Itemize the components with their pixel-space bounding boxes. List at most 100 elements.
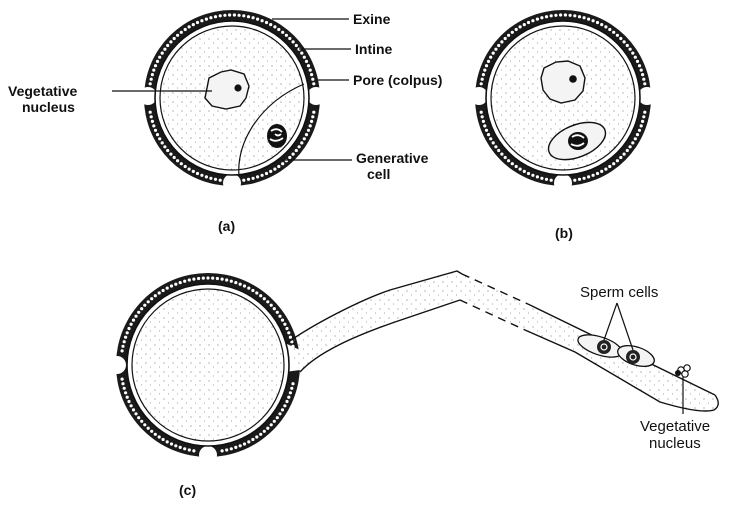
exine-granule	[482, 73, 485, 76]
exine-granule	[188, 278, 191, 281]
exine-granule	[130, 323, 133, 326]
exine-granule	[127, 327, 130, 330]
exine-granule	[140, 307, 143, 310]
exine-granule	[492, 141, 495, 144]
exine-granule	[640, 69, 643, 72]
exine-granule	[281, 408, 284, 411]
exine-granule	[285, 34, 288, 37]
exine-granule	[536, 18, 539, 21]
exine-granule	[209, 16, 212, 19]
exine-granule	[209, 177, 212, 180]
exine-granule	[604, 25, 607, 28]
exine-granule	[531, 174, 534, 177]
exine-granule	[300, 141, 303, 144]
exine-granule	[596, 21, 599, 24]
exine-granule	[289, 336, 292, 339]
exine-granule	[631, 141, 634, 144]
exine-granule	[636, 133, 639, 136]
exine-granule	[540, 177, 543, 180]
exine-granule	[616, 34, 619, 37]
exine-granule	[242, 179, 245, 182]
exine-granule	[519, 25, 522, 28]
exine-granule	[150, 78, 153, 81]
pore-gap-b-bottom	[554, 174, 572, 192]
exine-granule	[311, 115, 314, 118]
exine-granule	[143, 304, 146, 307]
exine-granule	[196, 21, 199, 24]
exine-granule	[623, 40, 626, 43]
exine-granule	[592, 19, 595, 22]
exine-granule	[270, 423, 273, 426]
exine-granule	[147, 427, 150, 430]
exine-granule	[202, 277, 205, 280]
exine-granule	[163, 48, 166, 51]
exine-granule	[211, 277, 214, 280]
exine-granule	[184, 28, 187, 31]
exine-granule	[487, 133, 490, 136]
exine-granule	[252, 177, 255, 180]
exine-granule	[273, 420, 276, 423]
exine-granule	[234, 281, 237, 284]
exine-granule	[587, 18, 590, 21]
exine-granule	[225, 278, 228, 281]
exine-granule	[234, 446, 237, 449]
exine-granule	[261, 19, 264, 22]
exine-granule	[239, 444, 242, 447]
exine-granule	[492, 52, 495, 55]
exine-granule	[183, 447, 186, 450]
exine-granule	[278, 315, 281, 318]
exine-granule	[305, 133, 308, 136]
exine-granule	[536, 175, 539, 178]
exine-granule	[480, 111, 483, 114]
vegetative-nucleus-label-a-line2: nucleus	[22, 99, 75, 115]
exine-granule	[242, 14, 245, 17]
pollen-grain-b	[470, 10, 656, 192]
exine-granule	[216, 277, 219, 280]
exine-granule	[283, 323, 286, 326]
exine-granule	[140, 420, 143, 423]
exine-granule	[285, 400, 288, 403]
exine-granule	[273, 168, 276, 171]
intine-label: Intine	[355, 41, 393, 57]
exine-granule	[608, 165, 611, 168]
exine-granule	[170, 442, 173, 445]
exine-granule	[540, 16, 543, 19]
exine-granule	[629, 48, 632, 51]
exine-granule	[578, 15, 581, 18]
exine-granule	[261, 174, 264, 177]
exine-granule	[161, 52, 164, 55]
exine-granule	[642, 115, 645, 118]
exine-granule	[523, 23, 526, 26]
exine-granule	[278, 412, 281, 415]
exine-granule	[223, 14, 226, 17]
exine-granule	[283, 404, 286, 407]
exine-granule	[247, 440, 250, 443]
exine-granule	[188, 448, 191, 451]
exine-granule	[255, 291, 258, 294]
exine-granule	[247, 15, 250, 18]
exine-granule	[292, 40, 295, 43]
exine-granule	[149, 111, 152, 114]
exine-granule	[564, 13, 567, 16]
exine-granule	[643, 111, 646, 114]
nucleolus-a	[234, 84, 241, 91]
exine-granule	[219, 179, 222, 182]
exine-granule	[641, 73, 644, 76]
exine-granule	[608, 28, 611, 31]
pore-gap-a-bottom	[223, 174, 241, 192]
exine-granule	[166, 44, 169, 47]
pore-gap-c-bottom	[199, 446, 217, 464]
exine-granule	[127, 400, 130, 403]
exine-granule	[169, 153, 172, 156]
exine-granule	[233, 13, 236, 16]
exine-granule	[295, 149, 298, 152]
exine-granule	[214, 15, 217, 18]
sperm-nucleus-1	[597, 340, 611, 354]
exine-granule	[500, 40, 503, 43]
exine-granule	[573, 14, 576, 17]
exine-granule	[166, 287, 169, 290]
exine-granule	[612, 162, 615, 165]
exine-granule	[137, 416, 140, 419]
exine-granule	[295, 44, 298, 47]
